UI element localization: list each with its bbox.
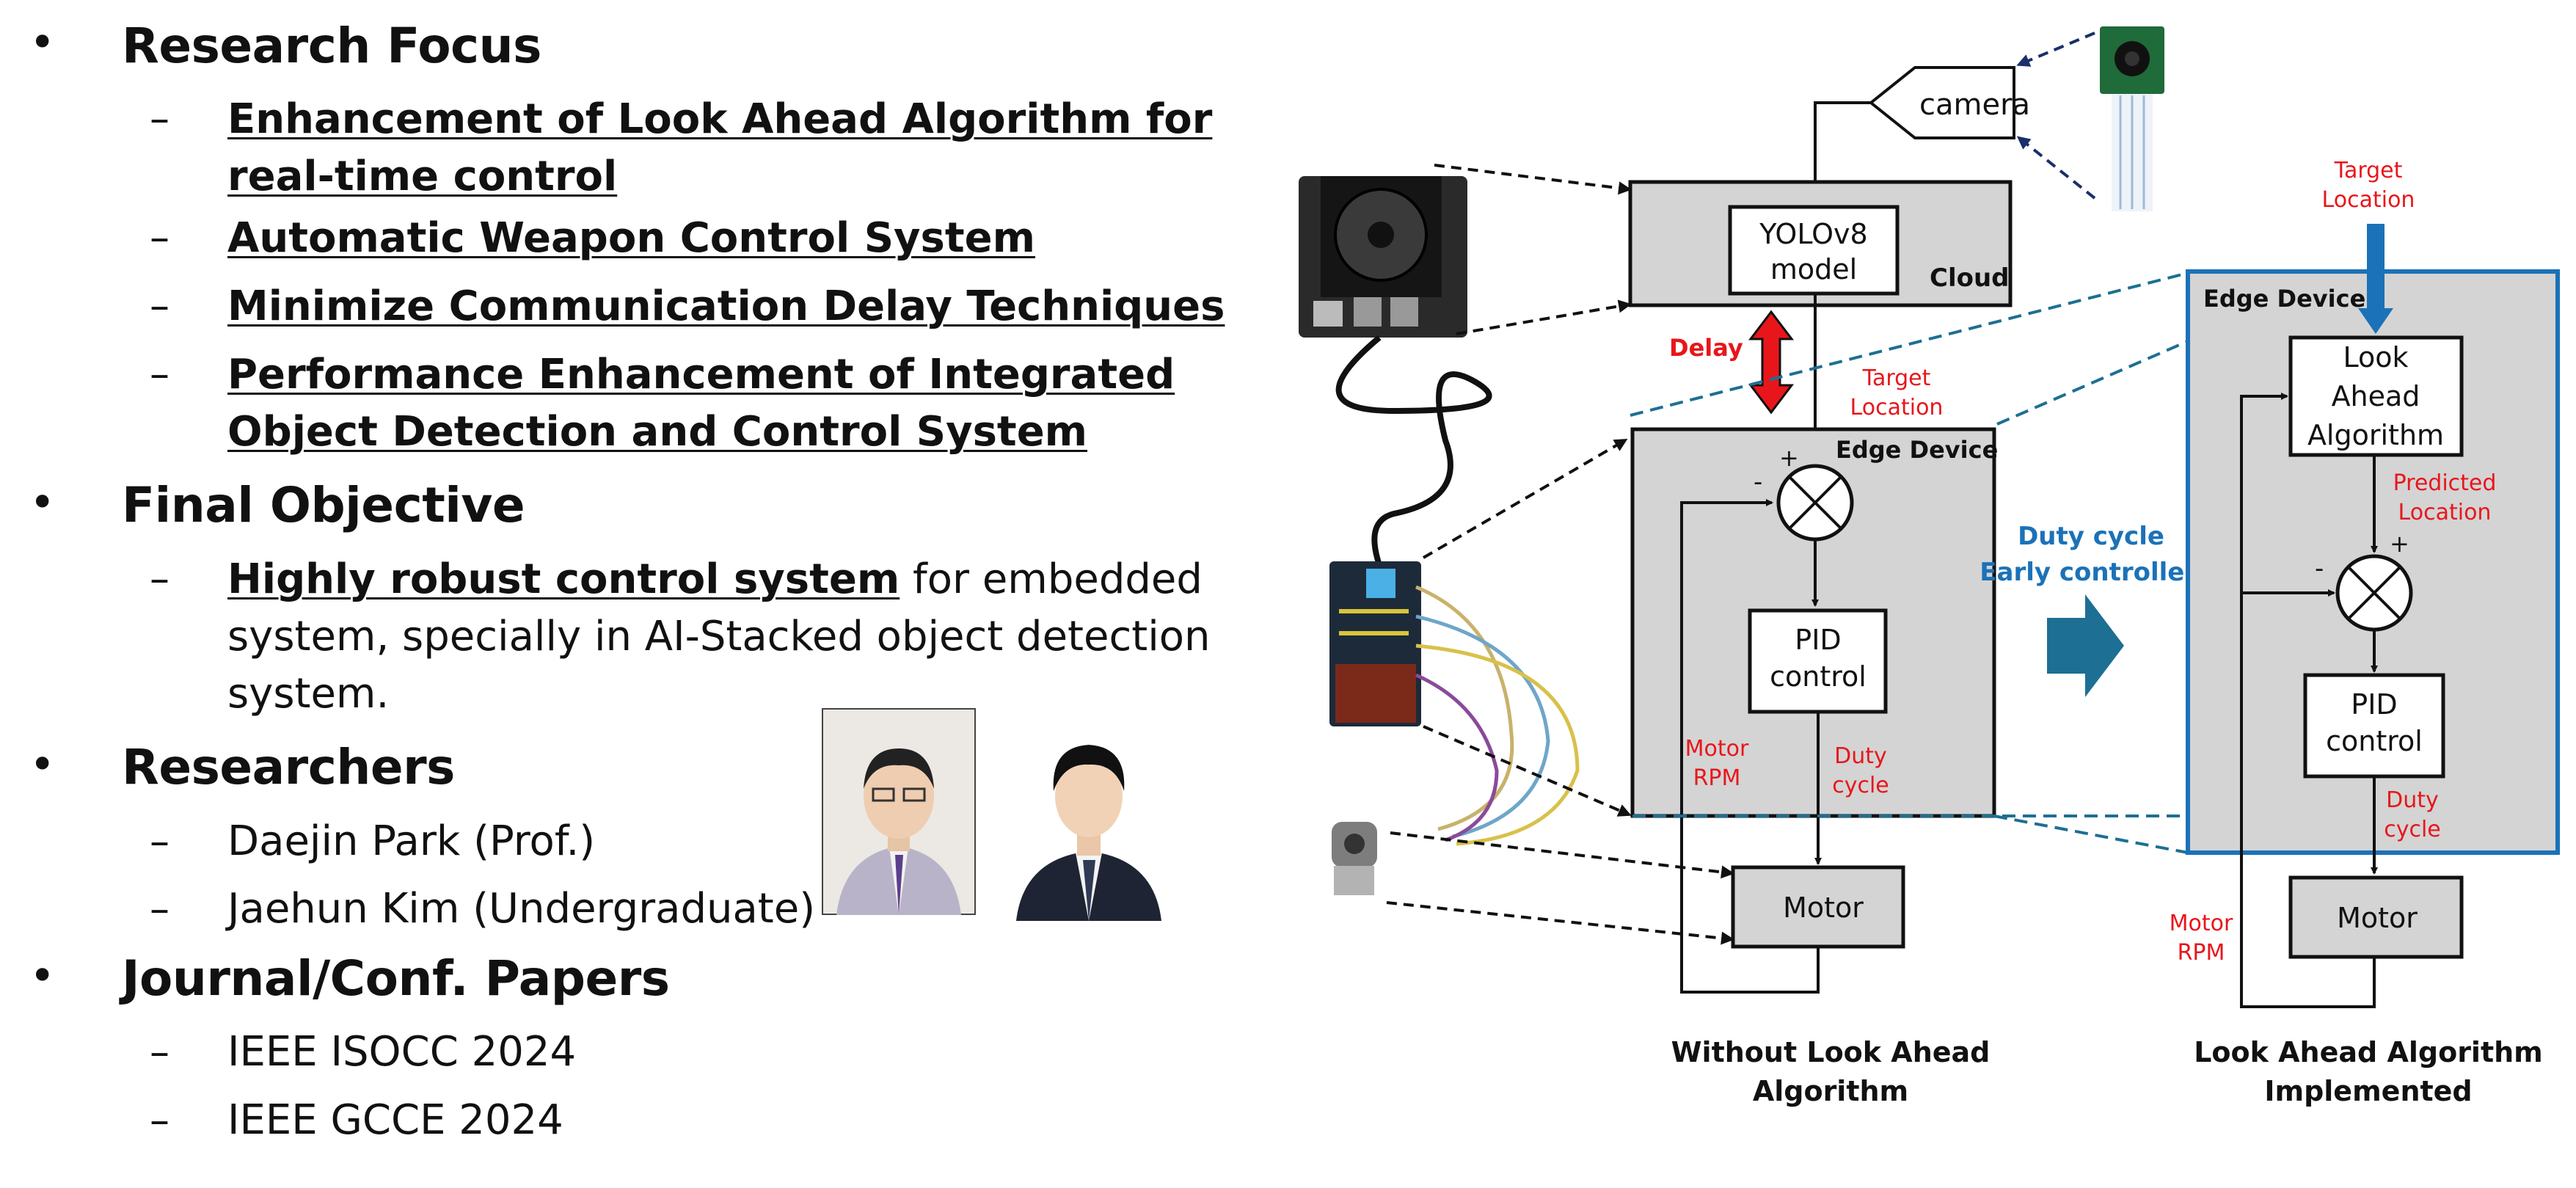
lookahead-label-2: Ahead: [2332, 380, 2420, 412]
cable-icon: [1335, 335, 1492, 566]
summing-junction-icon: [2335, 554, 2413, 632]
wires-icon: [1415, 585, 1580, 846]
delay-arrow-icon: [1748, 310, 1795, 415]
look-ahead-box: [2288, 335, 2464, 457]
researcher-photo-student: [1005, 704, 1172, 921]
zoom-lines: [1630, 272, 2189, 854]
motor-right-box: [2288, 875, 2464, 959]
jetson-board-icon: [1299, 176, 1467, 338]
dash-icon: –: [150, 1029, 169, 1075]
objective-text: Highly robust control system for embedde…: [227, 551, 1218, 723]
summing-junction-icon: [1776, 464, 1854, 542]
motor-rpm-right-2: RPM: [2178, 940, 2225, 966]
researcher-1: Daejin Park (Prof.): [227, 817, 596, 865]
dash-icon: –: [150, 351, 169, 397]
researchers-heading: Researchers: [122, 739, 455, 795]
yolo-model-box: [1728, 205, 1900, 296]
camera-box: camera: [1868, 66, 2030, 139]
edge-device-right-label: Edge Device: [2203, 285, 2365, 313]
plus-sign-left: +: [1779, 444, 1799, 472]
focus-item-4: Performance Enhancement of Integrated Ob…: [227, 351, 1175, 456]
dash-icon: –: [150, 95, 169, 142]
target-location-right-2: Location: [2322, 187, 2415, 213]
target-location-left-1: Target: [1862, 365, 1931, 391]
camera-connectors: [2016, 32, 2096, 200]
bullet-icon: •: [29, 17, 56, 68]
edge-device-left-label: Edge Device: [1836, 436, 1998, 464]
caption-right-2: Implemented: [2264, 1075, 2472, 1107]
pid-control-left-box: [1748, 608, 1888, 714]
left-text-panel: • Research Focus – Enhancement of Look A…: [0, 0, 1247, 1188]
dash-icon: –: [150, 818, 169, 864]
researcher-2: Jaehun Kim (Undergraduate): [227, 885, 816, 933]
objective-rest-text: for embedded system, specially in AI-Sta…: [227, 555, 1211, 718]
focus-item-2: Automatic Weapon Control System: [227, 214, 1035, 262]
duty-early-label-1: Duty cycle: [2018, 522, 2164, 551]
papers-heading: Journal/Conf. Papers: [122, 950, 670, 1007]
cloud-label: Cloud: [1930, 263, 2010, 293]
bullet-icon: •: [29, 739, 56, 790]
minus-sign-right: -: [2315, 554, 2324, 583]
motor-rpm-left-2: RPM: [1693, 765, 1741, 791]
dash-icon: –: [150, 283, 169, 329]
plus-sign-right: +: [2390, 530, 2409, 558]
duty-left-2: cycle: [1832, 773, 1889, 798]
dc-motor-icon: [1332, 822, 1377, 895]
dash-icon: –: [150, 555, 169, 602]
bullet-icon: •: [29, 477, 56, 528]
predicted-location-1: Predicted: [2393, 470, 2497, 496]
paper-2: IEEE GCCE 2024: [227, 1096, 563, 1144]
caption-left-1: Without Look Ahead: [1671, 1036, 1991, 1068]
arduino-board-icon: [1329, 561, 1421, 726]
bullet-icon: •: [29, 950, 56, 1002]
focus-item-1: Enhancement of Look Ahead Algorithm for …: [227, 95, 1213, 200]
duty-right-1: Duty: [2386, 787, 2439, 813]
transition-arrow-icon: [2047, 594, 2124, 697]
researcher-photo-prof: [822, 708, 976, 915]
target-input-arrow-icon: [2358, 224, 2393, 334]
delay-label: Delay: [1669, 334, 1743, 362]
paper-1: IEEE ISOCC 2024: [227, 1028, 577, 1076]
dash-icon: –: [150, 886, 169, 932]
pid-left-label-2: control: [1770, 660, 1867, 693]
motor-rpm-left-1: Motor: [1685, 736, 1749, 762]
motor-rpm-right-1: Motor: [2170, 911, 2233, 936]
yolo-label-1: YOLOv8: [1759, 218, 1867, 250]
pid-right-label-2: control: [2326, 725, 2423, 757]
dash-icon: –: [150, 1097, 169, 1143]
pid-left-label-1: PID: [1795, 624, 1841, 656]
yolo-label-2: model: [1770, 253, 1857, 285]
dash-icon: –: [150, 214, 169, 260]
lookahead-label-3: Algorithm: [2307, 419, 2444, 451]
hardware-connectors: [1386, 164, 1734, 945]
lookahead-label-1: Look: [2343, 341, 2408, 373]
pid-right-label-1: PID: [2351, 688, 2397, 721]
focus-item-3: Minimize Communication Delay Techniques: [227, 283, 1225, 330]
caption-left-2: Algorithm: [1753, 1075, 1908, 1107]
camera-module-icon: [2100, 26, 2164, 211]
target-location-left-2: Location: [1850, 395, 1944, 420]
objective-bold-text: Highly robust control system: [227, 555, 900, 603]
caption-right-1: Look Ahead Algorithm: [2194, 1036, 2543, 1068]
predicted-location-2: Location: [2398, 500, 2492, 525]
duty-right-2: cycle: [2384, 817, 2441, 842]
duty-early-label-2: Early controlled: [1980, 558, 2202, 587]
motor-left-label: Motor: [1783, 892, 1864, 924]
research-focus-heading: Research Focus: [122, 18, 541, 74]
target-location-right-1: Target: [2334, 158, 2403, 183]
motor-right-label: Motor: [2337, 902, 2418, 934]
duty-left-1: Duty: [1834, 743, 1887, 769]
camera-label: camera: [1919, 88, 2030, 122]
final-objective-heading: Final Objective: [122, 477, 525, 533]
minus-sign-left: -: [1754, 467, 1762, 497]
